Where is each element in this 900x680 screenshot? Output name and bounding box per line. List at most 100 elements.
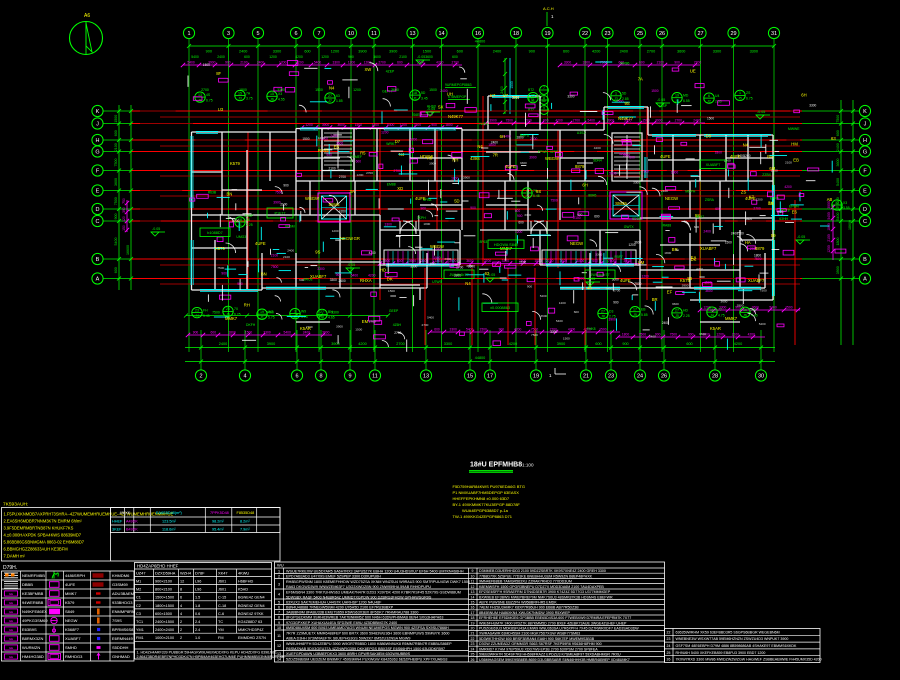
svg-text:XD: XD xyxy=(397,186,403,191)
svg-text:XUABF7: XUABF7 xyxy=(700,246,717,251)
svg-text:KG4Z88D7 63: KG4Z88D7 63 xyxy=(238,620,262,624)
svg-text:4200: 4200 xyxy=(555,119,563,123)
svg-text:UH: UH xyxy=(447,91,453,96)
svg-text:B49XK: B49XK xyxy=(126,528,138,532)
svg-text:600: 600 xyxy=(299,278,304,282)
svg-text:EF6MS6N4 3300 7RK7UHWS63 UMEAK: EF6MS6N4 3300 7RK7UHWS63 UMEAK7N47R DZD3… xyxy=(286,591,461,595)
svg-text:2400: 2400 xyxy=(303,331,311,335)
svg-text:5400: 5400 xyxy=(827,212,831,220)
svg-text:2700: 2700 xyxy=(550,328,558,332)
svg-text:25: 25 xyxy=(667,651,671,655)
svg-text:900: 900 xyxy=(221,271,227,275)
svg-text:WBGW: WBGW xyxy=(430,244,444,249)
svg-text:FH: FH xyxy=(203,308,208,312)
svg-text:C: C xyxy=(863,219,867,225)
svg-text:2400: 2400 xyxy=(724,159,731,163)
svg-text:1500: 1500 xyxy=(203,63,210,67)
svg-text:K5HD: K5HD xyxy=(238,588,248,592)
svg-text:16: 16 xyxy=(471,606,475,610)
svg-text:600: 600 xyxy=(356,159,362,163)
svg-text:17: 17 xyxy=(633,308,637,312)
svg-text:1200: 1200 xyxy=(269,55,277,59)
svg-text:3600: 3600 xyxy=(114,178,118,186)
svg-text:1200: 1200 xyxy=(629,243,636,247)
svg-text:2100: 2100 xyxy=(283,255,290,259)
svg-text:HD: HD xyxy=(380,268,386,273)
svg-text:HHEFFEPKHMN8 ±0.000 63D7: HHEFFEPKHMN8 ±0.000 63D7 xyxy=(453,496,510,501)
svg-text:1200: 1200 xyxy=(756,197,763,201)
svg-text:C2: C2 xyxy=(136,604,141,608)
svg-text:16600: 16600 xyxy=(126,245,130,255)
svg-text:31: 31 xyxy=(771,31,777,37)
svg-text:SM45: SM45 xyxy=(615,201,627,206)
svg-text:K7: K7 xyxy=(490,93,496,98)
svg-text:14: 14 xyxy=(438,31,444,37)
svg-text:L96: L96 xyxy=(195,580,201,584)
svg-text:S6EM: S6EM xyxy=(413,113,422,117)
svg-text:6: 6 xyxy=(708,94,710,98)
svg-text:BY-1 49XKMMK77KU3EPGP 88D78F: BY-1 49XKMMK77KU3EPGP 88D78F xyxy=(453,502,521,507)
svg-text:FHK8: FHK8 xyxy=(587,327,596,331)
svg-text:L96: L96 xyxy=(195,588,201,592)
svg-text:5400: 5400 xyxy=(284,331,292,335)
svg-text:27: 27 xyxy=(697,31,703,37)
svg-text:K579: K579 xyxy=(230,161,240,166)
svg-text:5400: 5400 xyxy=(266,311,274,315)
svg-text:3300: 3300 xyxy=(719,306,727,310)
svg-text:J1: J1 xyxy=(413,96,417,100)
svg-text:7R7R ZZ9MUE7X MMR6488FEP 600 B: 7R7R ZZ9MUE7X MMR6488FEP 600 BR7X 3600 5… xyxy=(286,632,450,636)
svg-text:13: 13 xyxy=(409,31,415,37)
svg-text:900: 900 xyxy=(613,301,619,305)
svg-text:D78F: D78F xyxy=(195,571,205,576)
svg-text:5400: 5400 xyxy=(314,61,322,65)
svg-text:2400: 2400 xyxy=(693,119,701,123)
svg-text:EF: EF xyxy=(667,290,673,295)
svg-text:J5: J5 xyxy=(226,313,230,317)
svg-text:6.55: 6.55 xyxy=(683,99,690,103)
svg-text:1500: 1500 xyxy=(785,306,793,310)
svg-text:3KEF: 3KEF xyxy=(112,528,122,532)
svg-text:2400: 2400 xyxy=(620,50,628,54)
svg-text:J5: J5 xyxy=(633,313,637,317)
svg-text:2700: 2700 xyxy=(753,206,761,210)
svg-text:7500: 7500 xyxy=(275,191,283,195)
svg-text:1200: 1200 xyxy=(716,333,724,337)
svg-text:6.BBMGHGZZ88633AUH KE3BFM: 6.BBMGHGZZ88633AUH KE3BFM xyxy=(4,547,69,552)
svg-text:900: 900 xyxy=(114,214,118,220)
svg-text:900: 900 xyxy=(543,119,549,123)
svg-text:2700: 2700 xyxy=(394,331,401,335)
svg-text:25: 25 xyxy=(226,307,230,311)
svg-text:600: 600 xyxy=(452,55,458,59)
svg-text:1:100: 1:100 xyxy=(522,463,534,468)
svg-text:ENMMP8RM: ENMMP8RM xyxy=(112,609,135,614)
svg-text:8: 8 xyxy=(319,374,322,380)
svg-text:4Z6H: 4Z6H xyxy=(393,323,402,327)
svg-text:3900: 3900 xyxy=(836,266,840,274)
svg-text:4200: 4200 xyxy=(296,61,304,65)
svg-text:SX: SX xyxy=(438,105,444,110)
svg-text:EPWN: EPWN xyxy=(538,150,549,154)
svg-text:900×2100: 900×2100 xyxy=(155,580,172,584)
svg-text:EMMDHD ZS7N: EMMDHD ZS7N xyxy=(238,636,266,640)
svg-text:3.9F5DEMRMBR7NB87N KHUKF7KS: 3.9F5DEMRMBR7NB87N KHUKF7KS xyxy=(4,526,74,531)
svg-text:5400: 5400 xyxy=(609,171,617,175)
svg-text:DZXD59HA: DZXD59HA xyxy=(155,571,176,576)
svg-text:2.864Z3BDR4EBR7NPHD3DK47N H5P8: 2.864Z3BDR4EBR7NPHD3DK47N H5P8MAH463EHG7… xyxy=(137,655,286,659)
svg-text:X3: X3 xyxy=(843,201,847,205)
svg-text:HHSX: HHSX xyxy=(427,104,437,108)
svg-text:3600: 3600 xyxy=(634,241,641,245)
svg-text:3600: 3600 xyxy=(337,123,345,127)
svg-text:S6: S6 xyxy=(246,218,250,222)
svg-text:2400×1500: 2400×1500 xyxy=(155,620,174,624)
svg-text:2400: 2400 xyxy=(440,89,448,93)
svg-text:900: 900 xyxy=(470,206,476,210)
svg-text:8: 8 xyxy=(543,96,545,100)
svg-text:123.5m²: 123.5m² xyxy=(162,520,177,524)
svg-text:0.6: 0.6 xyxy=(195,612,200,616)
svg-text:63HH: 63HH xyxy=(779,217,788,221)
svg-text:6: 6 xyxy=(294,31,297,37)
svg-text:900: 900 xyxy=(499,328,505,332)
svg-text:-0.05: -0.05 xyxy=(587,277,595,281)
svg-text:UM: UM xyxy=(638,260,645,265)
svg-text:D79H.: D79H. xyxy=(3,565,17,571)
